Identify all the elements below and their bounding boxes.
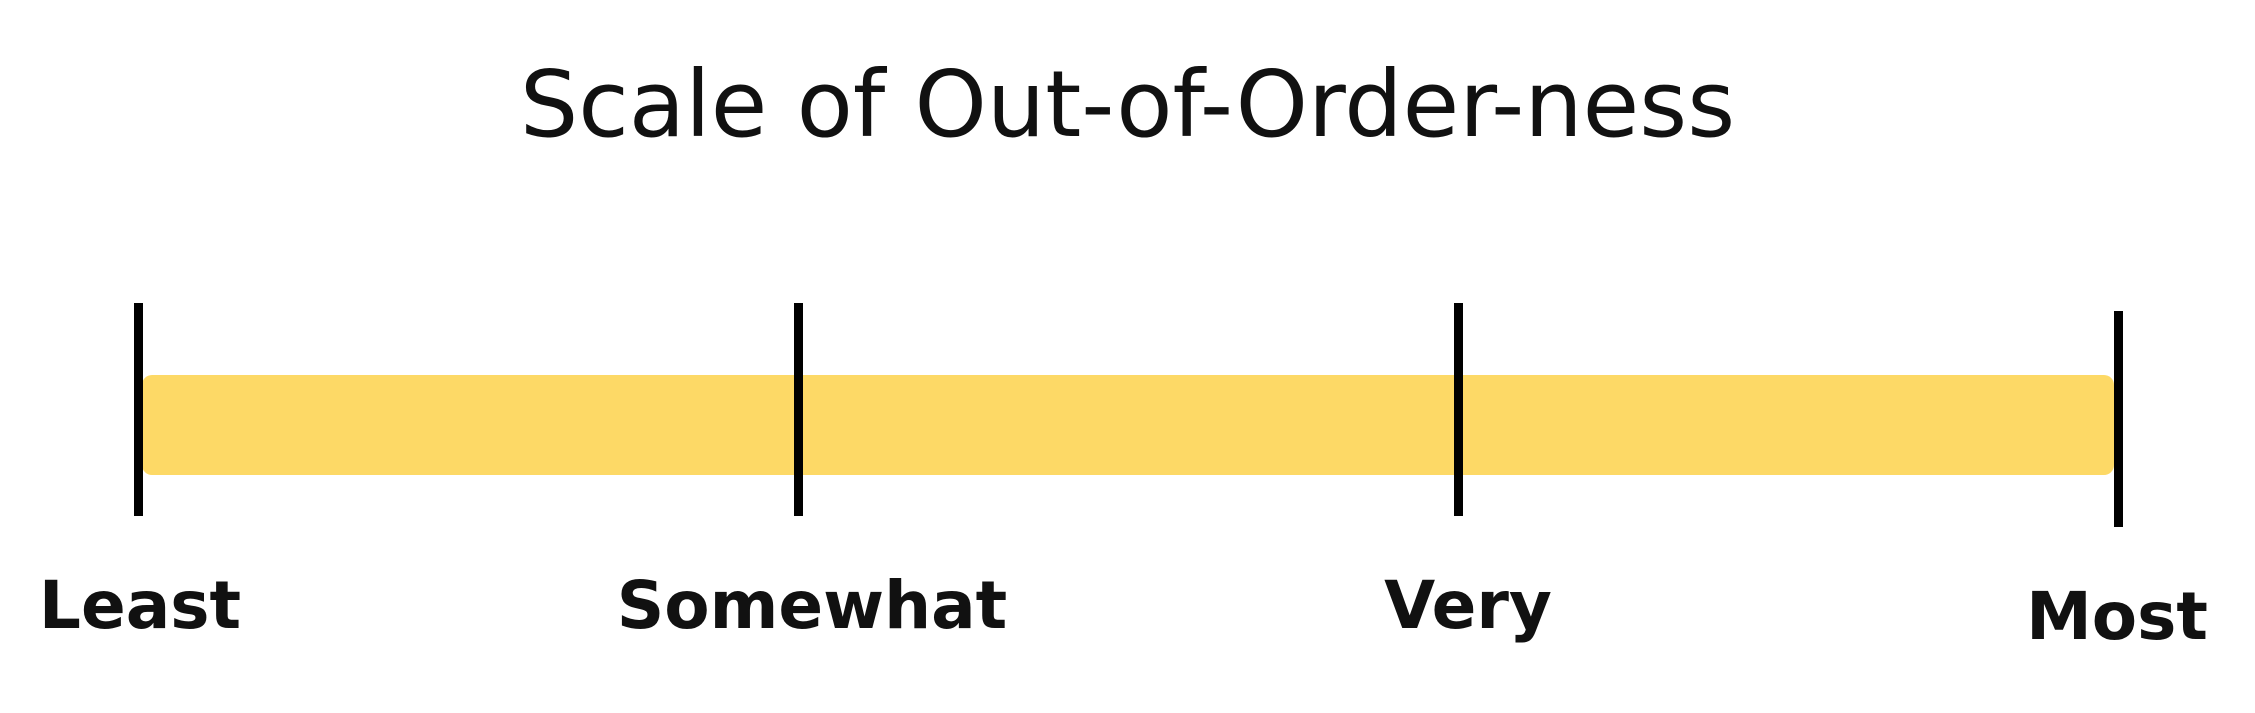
scale-tick-very bbox=[1454, 303, 1463, 516]
scale-bar bbox=[142, 375, 2114, 475]
scale-tick-most bbox=[2114, 311, 2123, 527]
scale-tick-somewhat bbox=[794, 303, 803, 516]
diagram-title: Scale of Out-of-Order-ness bbox=[519, 51, 1736, 158]
scale-label-very: Very bbox=[1384, 567, 1552, 644]
scale-label-most: Most bbox=[2026, 578, 2208, 655]
scale-tick-least bbox=[134, 303, 143, 516]
scale-label-somewhat: Somewhat bbox=[616, 567, 1008, 644]
scale-label-least: Least bbox=[38, 567, 242, 644]
